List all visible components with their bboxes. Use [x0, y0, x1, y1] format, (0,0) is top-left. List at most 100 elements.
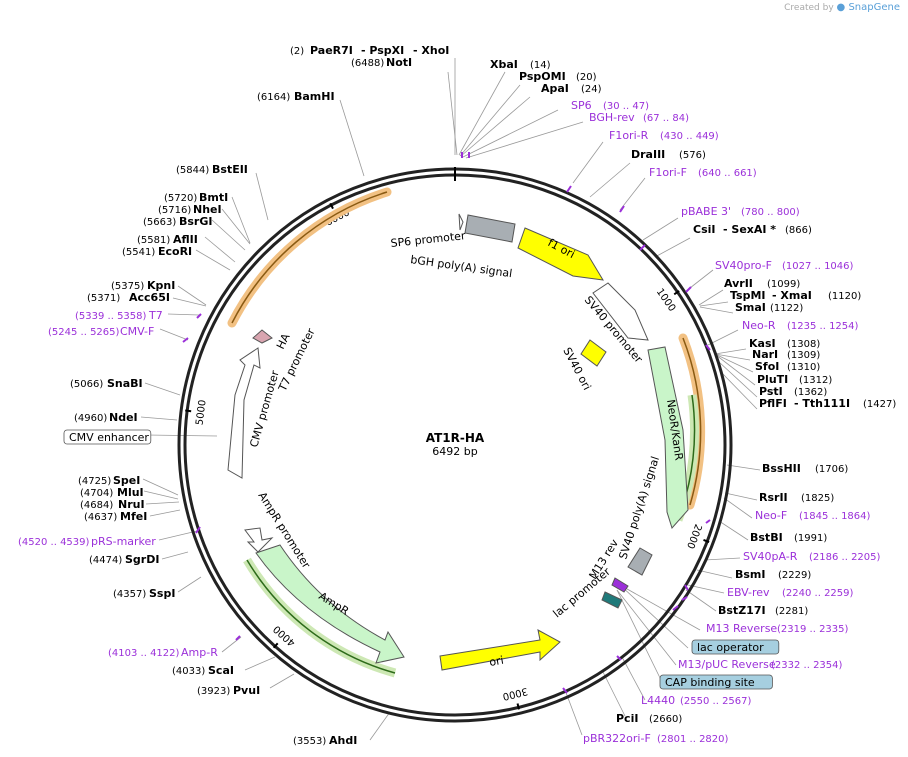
- plasmid-name: AT1R-HA: [426, 431, 485, 445]
- primer-name: SP6: [571, 99, 592, 112]
- site-position: (1312): [799, 375, 832, 386]
- enzyme-name: BsmI: [735, 568, 766, 581]
- plasmid-size: 6492 bp: [432, 445, 477, 458]
- feature-shapes: [227, 213, 689, 671]
- site-position: (5716): [158, 205, 191, 216]
- site-position: (1706): [815, 464, 848, 475]
- feature-box-text: lac operator: [697, 641, 764, 654]
- neor-kanr-shape: [647, 346, 689, 529]
- site-position: (1120): [828, 291, 861, 302]
- site-position: (4637): [84, 512, 117, 523]
- primer-range: (1845 .. 1864): [799, 511, 871, 522]
- sp6-promoter-shape: [458, 213, 464, 231]
- primer-name: T7: [148, 309, 163, 322]
- ampr-shape: [255, 544, 405, 664]
- enzyme-name: AhdI: [329, 734, 357, 747]
- enzyme-name: Acc65I: [129, 291, 170, 304]
- enzyme-name: SnaBI: [107, 377, 143, 390]
- primer-name: EBV-rev: [727, 586, 770, 599]
- primer-name: M13 Reverse: [706, 622, 777, 635]
- primer-range: (2550 .. 2567): [680, 696, 752, 707]
- ori-shape: [439, 629, 561, 671]
- sv40-ori-shape: [580, 339, 607, 367]
- site-position: (3553): [293, 736, 326, 747]
- enzyme-name: NheI: [193, 203, 222, 216]
- snapgene-credit: Created by ● SnapGene: [784, 2, 900, 13]
- enzyme-name: - XmaI: [772, 289, 812, 302]
- enzyme-name: CsiI: [693, 223, 715, 236]
- enzyme-name: SfoI: [755, 360, 779, 373]
- site-position: (1991): [794, 533, 827, 544]
- site-position: (20): [576, 72, 597, 83]
- primer-range: (430 .. 449): [660, 131, 719, 142]
- orf-arrow-green-left-core: [246, 559, 396, 674]
- enzyme-name: BstBI: [750, 531, 783, 544]
- primer-name: pRS-marker: [91, 535, 156, 548]
- tick-mark: [673, 290, 680, 296]
- enzyme-name: KpnI: [147, 279, 175, 292]
- enzyme-name: BmtI: [199, 191, 228, 204]
- site-position: (6488): [351, 58, 384, 69]
- leader-lines: [140, 58, 761, 741]
- feature-label: lac promoter: [551, 565, 614, 621]
- site-position: (1122): [770, 303, 803, 314]
- enzyme-name: AflII: [173, 233, 198, 246]
- orf-arrow-left-core: [231, 191, 388, 324]
- feature-box-text: CAP binding site: [665, 676, 755, 689]
- sv40-polya-shape: [627, 547, 653, 576]
- enzyme-name: MluI: [117, 486, 144, 499]
- primer-name: F1ori-R: [609, 129, 649, 142]
- enzyme-name: PflFI: [759, 397, 787, 410]
- tick-mark: [516, 703, 520, 710]
- tick-mark: [703, 538, 710, 543]
- tick-label: 3000: [501, 685, 528, 702]
- enzyme-name: NruI: [118, 498, 145, 511]
- site-position: (2660): [649, 714, 682, 725]
- site-position: (4357): [113, 589, 146, 600]
- feature-box-label: lac operator: [691, 639, 780, 655]
- enzyme-name: BstEII: [212, 163, 248, 176]
- primer-marks: [182, 152, 711, 694]
- enzyme-name: EcoRI: [158, 245, 192, 258]
- site-position: (1099): [767, 279, 800, 290]
- site-position: (4725): [78, 476, 111, 487]
- site-position: (6164): [257, 92, 290, 103]
- enzyme-name: MfeI: [120, 510, 147, 523]
- tick-mark: [329, 202, 334, 210]
- site-position: (1308): [787, 339, 820, 350]
- lac-promoter-shape: [601, 591, 623, 609]
- snapgene-logo: ● SnapGene: [836, 2, 900, 13]
- primer-range: (2801 .. 2820): [657, 734, 729, 745]
- orf-arrow-right-core: [682, 337, 702, 506]
- feature-label: ori: [488, 654, 504, 669]
- enzyme-name: TspMI: [730, 289, 766, 302]
- feature-box-label: CAP binding site: [659, 674, 773, 690]
- enzyme-name: SpeI: [113, 474, 140, 487]
- site-position: (5663): [143, 217, 176, 228]
- site-position: (4704): [80, 488, 113, 499]
- feature-label: HA: [274, 331, 293, 351]
- site-position: (1825): [801, 493, 834, 504]
- site-position: (4684): [80, 500, 113, 511]
- site-position: (2281): [775, 606, 808, 617]
- feature-label: SP6 promoter: [390, 229, 467, 250]
- site-position: (2229): [778, 570, 811, 581]
- ampr-promoter-shape: [244, 527, 274, 553]
- primer-name: pBABE 3': [681, 205, 731, 218]
- enzyme-name: PaeR7I: [310, 44, 353, 57]
- site-position: (5720): [164, 193, 197, 204]
- tick-label: 2000: [684, 522, 703, 550]
- primer-range: (2240 .. 2259): [782, 588, 854, 599]
- enzyme-name: PspOMI: [519, 70, 566, 83]
- primer-range: (30 .. 47): [603, 101, 649, 112]
- site-position: (5581): [137, 235, 170, 246]
- primer-range: (2186 .. 2205): [809, 552, 881, 563]
- enzyme-name: NotI: [386, 56, 412, 69]
- enzyme-name: - PspXI: [361, 44, 404, 57]
- enzyme-name: XbaI: [490, 58, 518, 71]
- enzyme-name: NarI: [752, 348, 778, 361]
- primer-range: (2332 .. 2354): [771, 660, 843, 671]
- tick-label: 5000: [194, 399, 208, 426]
